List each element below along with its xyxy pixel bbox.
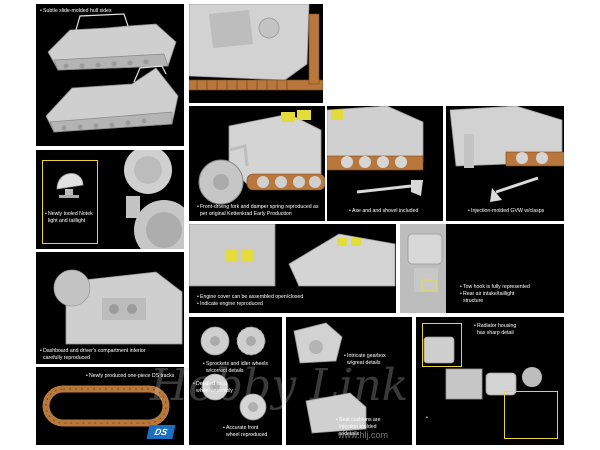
notek-light-icon [56, 173, 84, 198]
caption-hull-sides: •Subtle slide-molded hull sides [40, 8, 112, 14]
panel-sprockets: •Sprockets and idler wheels w/correct de… [189, 317, 282, 445]
kettenkrad-front-illustration [198, 110, 325, 205]
panel-dashboard: •Dashboard and driver's compartment inte… [36, 252, 184, 364]
panel-gvw: •Injection-molded GVW w/clasps [446, 106, 564, 221]
notek-illustration [124, 150, 184, 249]
dashboard-illustration [53, 269, 183, 345]
watermark-url: www.hlj.com [338, 430, 389, 440]
engine-internals-illustration [423, 336, 542, 400]
sprocket-wheels-illustration [200, 326, 267, 421]
panel-gearbox-seat: •Intricate gearbox w/great details •Seat… [286, 317, 412, 445]
internals-highlight [504, 391, 558, 439]
panel-top-hull [189, 4, 323, 103]
panel-front-fork: •Front-driving fork and damper spring re… [189, 106, 325, 221]
panel-tracks: •Newly produced one-piece DS tracks DS [36, 367, 184, 445]
panel-internals: •Radiator housing has sharp detail • [416, 317, 564, 445]
track-illustration [42, 385, 170, 427]
radiator-highlight [422, 323, 462, 367]
panel-engine-cover: •Engine cover can be assembled open/clos… [189, 224, 396, 313]
ds-badge: DS [146, 425, 176, 439]
hull-closeup-illustration [189, 4, 323, 91]
gearbox-seat-illustration [293, 322, 367, 434]
axe-shovel-illustration [327, 106, 424, 196]
engine-cover-illustration [189, 224, 396, 287]
watermark-script: Hobby Link [150, 360, 409, 411]
panel-notek-light: •Newly tooled Notek light and taillight [36, 150, 184, 249]
panel-axe-shovel: •Axe and and shovel included [327, 106, 443, 221]
gvw-illustration [449, 106, 564, 202]
notek-inset-frame: •Newly tooled Notek light and taillight [42, 160, 98, 244]
panel-hull-sides: •Subtle slide-molded hull sides [36, 4, 184, 146]
tow-hook-illustration [400, 224, 446, 313]
panel-tow-hook: •Tow hook is fully represented •Rear air… [400, 224, 564, 313]
hull-side-illustration [45, 13, 179, 133]
